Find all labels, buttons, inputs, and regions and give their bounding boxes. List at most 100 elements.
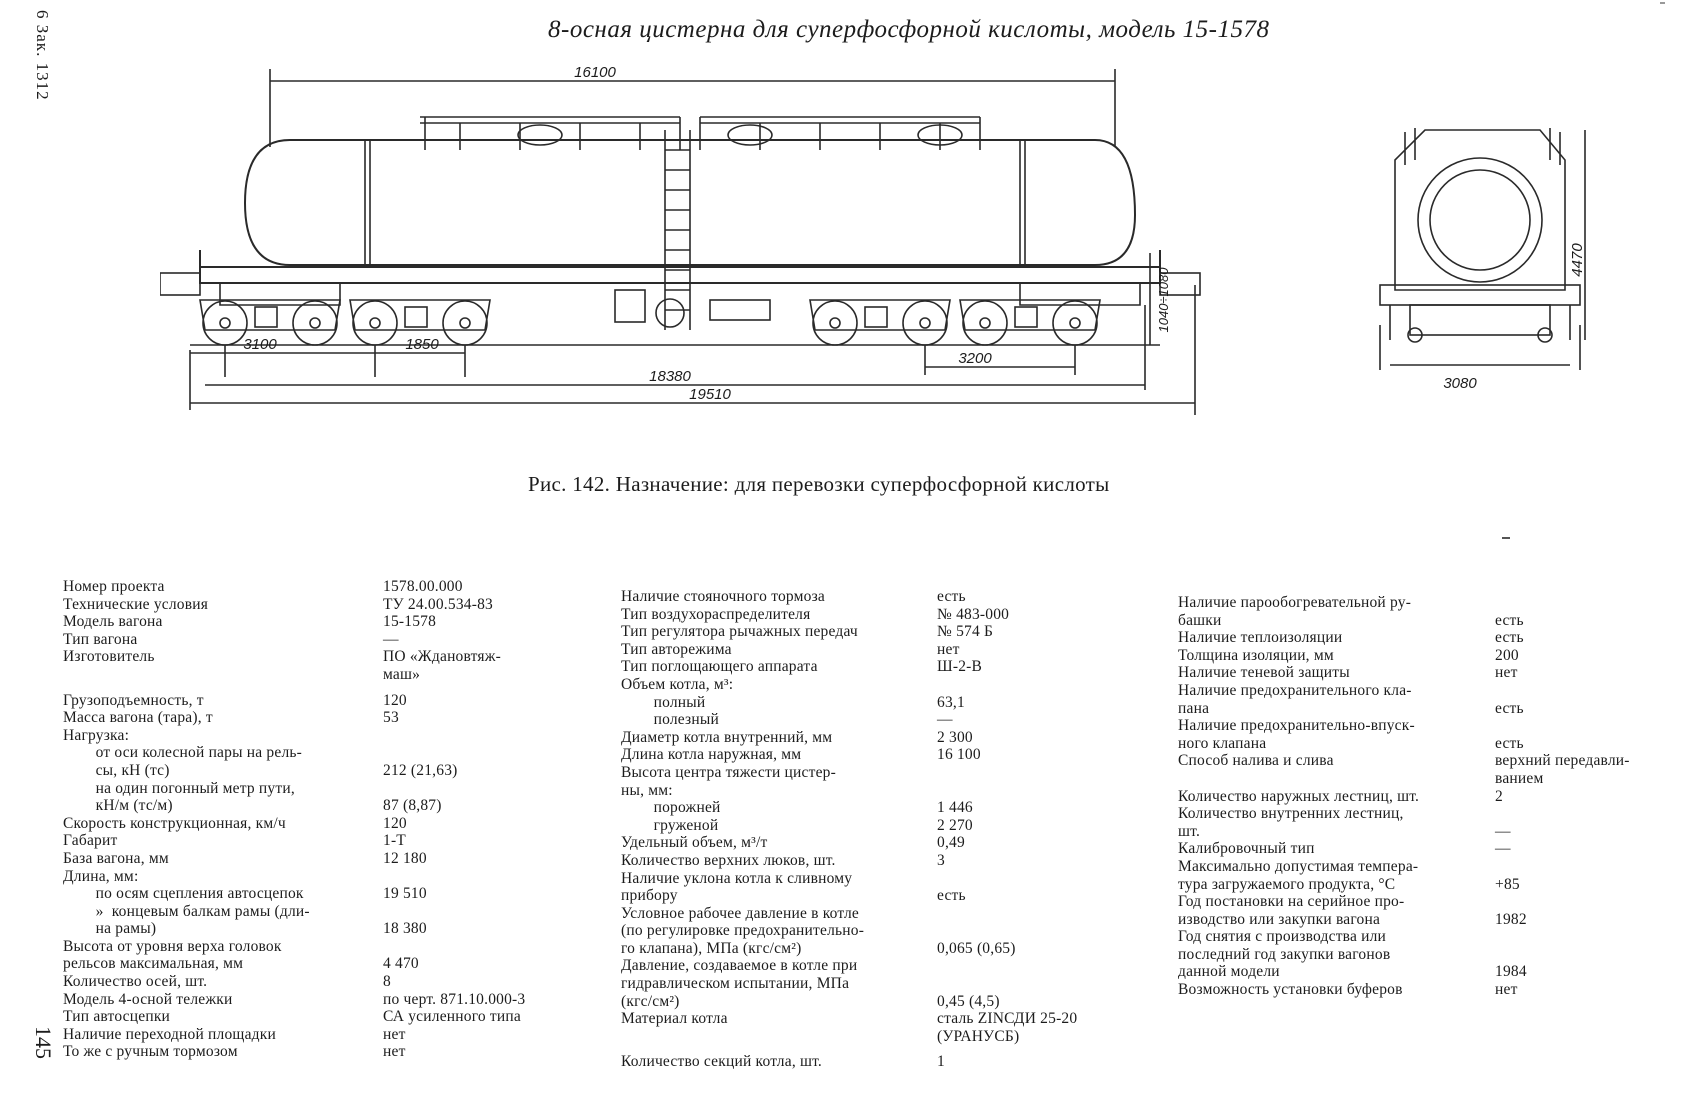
spec-label: тура загружаемого продукта, °С	[1178, 875, 1396, 893]
spec-label: Тип вагона	[63, 630, 138, 648]
dim-axle-base: 1850	[405, 336, 439, 353]
spec-value: 200	[1495, 646, 1519, 664]
spec-label: полезный	[621, 711, 719, 729]
spec-label: Высота от уровня верха головок	[63, 937, 282, 955]
spec-label: порожней	[621, 799, 721, 817]
spec-label: Количество внутренних лестниц,	[1178, 805, 1404, 823]
spec-value: СА усиленного типа	[383, 1008, 521, 1026]
dim-bogie-spacing: 3100	[243, 336, 277, 353]
spec-label: гидравлическом испытании, МПа	[621, 975, 850, 993]
spec-label: (по регулировке предохранительно-	[621, 922, 865, 940]
spec-label: рельсов максимальная, мм	[63, 955, 244, 973]
spec-row: Тип вагона—	[63, 631, 525, 649]
spec-label: Изготовитель	[63, 648, 155, 666]
spec-value: 0,065 (0,65)	[937, 939, 1016, 957]
spec-value: Ш-2-В	[937, 658, 983, 676]
spec-row: Высота от уровня верха головок	[63, 938, 525, 956]
spec-value: 3	[937, 851, 945, 869]
tank-car-side-view: 16100 3100 1850 3200 18380 19510 1040÷10…	[160, 64, 1201, 415]
spec-label: Количество верхних люков, шт.	[621, 851, 836, 869]
spec-value: 1 446	[937, 799, 973, 817]
spec-label: Наличие стояночного тормоза	[621, 588, 825, 605]
spec-row: от оси колесной пары на рель-	[63, 744, 525, 762]
spec-label: Количество наружных лестниц, шт.	[1178, 787, 1420, 805]
spec-row: на рамы)18 380	[63, 920, 525, 938]
spec-label: на рамы)	[63, 920, 157, 938]
spec-value: (УРАНУСБ)	[937, 1027, 1020, 1045]
spec-row: ванием	[1178, 770, 1630, 788]
spec-label: Длина, мм:	[63, 867, 139, 885]
spec-value: 63,1	[937, 693, 965, 711]
spec-row: Количество осей, шт. 8	[63, 973, 525, 991]
spec-label: Количество осей, шт.	[63, 973, 208, 991]
spec-label: Год постановки на серийное про-	[1178, 893, 1405, 911]
spec-label: башки	[1178, 611, 1222, 629]
spec-value: 16 100	[937, 746, 981, 764]
spec-label: груженой	[621, 816, 719, 834]
spec-row: Объем котла, м³:	[621, 676, 1077, 694]
spec-label: Наличие предохранительно-впуск-	[1178, 717, 1415, 735]
figure-caption: Рис. 142. Назначение: для перевозки супе…	[528, 472, 1110, 496]
dim-bogie-base: 3200	[958, 350, 992, 367]
tank-car-end-view: 3080 4470	[1379, 128, 1586, 392]
spec-value: ТУ 24.00.534-83	[383, 595, 493, 613]
spec-value: есть	[1495, 699, 1524, 717]
spec-value: 15-1578	[383, 613, 437, 631]
spec-row: Максимально допустимая темпера-	[1178, 858, 1630, 876]
spec-label: Материал котла	[621, 1010, 728, 1028]
spec-row: пана есть	[1178, 700, 1630, 718]
spec-row: груженой 2 270	[621, 817, 1077, 835]
spec-row: шт.—	[1178, 823, 1630, 841]
spec-label: Наличие теплоизоляции	[1178, 629, 1343, 647]
spec-row: тура загружаемого продукта, °С +85	[1178, 876, 1630, 894]
spec-label: Количество секций котла, шт.	[621, 1053, 822, 1071]
spec-row: Изготовитель ПО «Ждановтяж-	[63, 648, 525, 666]
spec-label: данной модели	[1178, 963, 1280, 981]
spec-value: 2 270	[937, 816, 973, 834]
spec-label: Калибровочный тип	[1178, 840, 1315, 858]
spec-label: Толщина изоляции, мм	[1178, 646, 1334, 664]
spec-value: +85	[1495, 875, 1520, 893]
spec-row: Год снятия с производства или	[1178, 928, 1630, 946]
dim-width: 3080	[1443, 375, 1477, 392]
spec-value: 120	[383, 691, 407, 709]
spec-label: Технические условия	[63, 595, 209, 613]
dim-height: 1040÷1080	[1156, 267, 1171, 333]
spec-value: 8	[383, 973, 391, 991]
spec-value: 0,49	[937, 834, 965, 852]
spec-label: Наличие переходной площадки	[63, 1025, 276, 1043]
spec-value: нет	[383, 1025, 406, 1043]
spec-row: Количество секций котла, шт.1	[621, 1053, 1077, 1071]
spec-value: ванием	[1495, 769, 1544, 787]
spec-label: Тип воздухораспределителя	[621, 605, 811, 623]
spec-value: нет	[1495, 664, 1518, 682]
spec-label: последний год закупки вагонов	[1178, 945, 1391, 963]
spec-label: Наличие предохранительного кла-	[1178, 681, 1412, 699]
spec-label: Удельный объем, м³/т	[621, 834, 768, 852]
page-title: 8-осная цистерна для суперфосфорной кисл…	[548, 16, 1270, 43]
spec-row: ны, мм:	[621, 782, 1077, 800]
spec-label: пана	[1178, 699, 1210, 717]
spec-value: 19 510	[383, 885, 427, 903]
spec-row: го клапана), МПа (кгс/см²)0,065 (0,65)	[621, 940, 1077, 958]
spec-label: Условное рабочее давление в котле	[621, 904, 860, 922]
spec-value: 1-Т	[383, 832, 406, 850]
spec-value: есть	[937, 588, 966, 605]
spec-row: Высота центра тяжести цистер-	[621, 764, 1077, 782]
spec-value: ПО «Ждановтяж-	[383, 648, 502, 666]
